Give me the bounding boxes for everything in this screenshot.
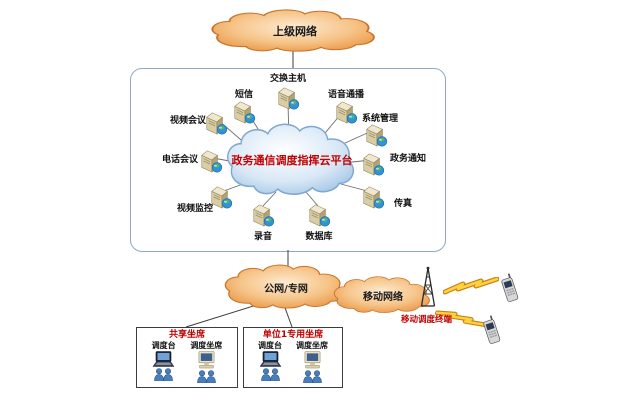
operator-persons-icon bbox=[154, 368, 173, 381]
node-label-video-surveillance: 视频监控 bbox=[177, 204, 214, 214]
node-label-exchange-host: 交换主机 bbox=[269, 74, 306, 84]
server-icon-system-management bbox=[366, 124, 388, 147]
operator-label: 调度坐席 bbox=[296, 341, 328, 350]
node-label-fax: 传真 bbox=[394, 199, 413, 209]
operator-persons-icon bbox=[260, 368, 280, 381]
seat-box-content: 调度台 调度坐席 bbox=[137, 341, 237, 383]
operator-persons-icon bbox=[302, 370, 322, 383]
node-label-voice-broadcast: 语音通播 bbox=[328, 90, 365, 100]
server-icon-gov-notice bbox=[363, 153, 385, 176]
mobile-phone-icon bbox=[499, 272, 519, 303]
server-icon-recording bbox=[253, 204, 275, 227]
console-label: 调度台 bbox=[258, 341, 282, 350]
seat-box-unit1: 单位1专用坐席 调度台 调度坐席 bbox=[243, 327, 343, 388]
seat-box-shared: 共享坐席 调度台 调度坐席 bbox=[136, 327, 238, 388]
node-label-video-conference: 视频会议 bbox=[170, 116, 207, 126]
seat-box-content: 调度台 调度坐席 bbox=[244, 341, 342, 383]
seat-col-console: 调度台 bbox=[258, 341, 282, 383]
laptop-console-icon bbox=[152, 351, 175, 367]
server-icon-fax bbox=[363, 186, 385, 209]
node-label-system-management: 系统管理 bbox=[362, 114, 399, 124]
operator-label: 调度坐席 bbox=[190, 341, 223, 350]
node-label-database: 数据库 bbox=[305, 232, 333, 242]
server-icon-phone-conference bbox=[201, 150, 223, 173]
mobile-terminal-label: 移动调度终端 bbox=[401, 315, 453, 325]
laptop-console-icon bbox=[259, 351, 281, 367]
server-icon-sms bbox=[234, 101, 256, 124]
seat-box-title: 单位1专用坐席 bbox=[262, 330, 324, 340]
console-label: 调度台 bbox=[151, 341, 176, 350]
node-label-phone-conference: 电话会议 bbox=[162, 155, 199, 165]
server-icon-database bbox=[309, 204, 331, 227]
operator-persons-icon bbox=[197, 370, 216, 383]
platform-cloud bbox=[226, 123, 355, 196]
server-icon-exchange-host bbox=[278, 87, 300, 110]
upper-network-cloud bbox=[211, 8, 375, 53]
desktop-monitor-icon bbox=[303, 351, 321, 369]
server-icon-video-conference bbox=[206, 112, 228, 135]
seat-col-operator: 调度坐席 bbox=[190, 341, 222, 383]
desktop-monitor-icon bbox=[198, 351, 215, 369]
lightning-bolt-icon bbox=[443, 277, 499, 295]
node-label-sms: 短信 bbox=[235, 90, 254, 100]
seat-box-title: 共享坐席 bbox=[168, 330, 205, 340]
node-label-gov-notice: 政务通知 bbox=[390, 154, 427, 164]
server-icon-voice-broadcast bbox=[336, 101, 358, 124]
node-label-recording: 录音 bbox=[253, 232, 272, 242]
seat-col-console: 调度台 bbox=[152, 341, 176, 383]
seat-col-operator: 调度坐席 bbox=[296, 341, 328, 383]
mobile-phone-icon bbox=[481, 314, 501, 345]
antenna-tower-icon bbox=[420, 266, 436, 307]
